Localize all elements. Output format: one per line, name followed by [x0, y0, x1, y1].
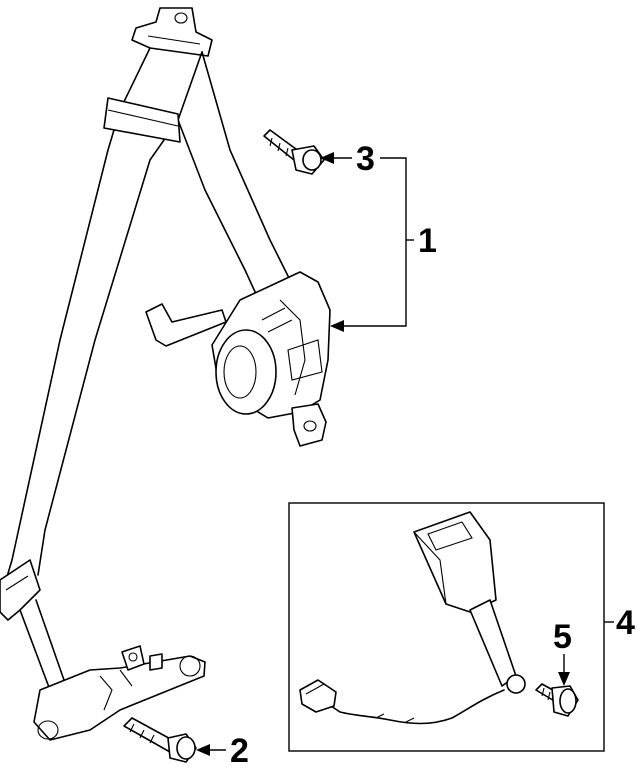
upper-anchor-plate	[131, 7, 213, 57]
buckle-bolt	[535, 683, 579, 717]
leader-lines	[196, 152, 614, 756]
lap-webbing	[201, 51, 301, 301]
retractor	[145, 271, 331, 447]
anchor-bolt	[123, 717, 197, 763]
retractor-mounting-tab	[291, 403, 327, 447]
upper-anchor-slot	[147, 35, 201, 45]
upper-anchor-hole	[174, 12, 188, 24]
callout-1: 1	[418, 222, 437, 260]
callout-4: 4	[616, 604, 635, 642]
webbing-guide-loop	[103, 97, 181, 143]
seat-belt-buckle	[299, 511, 526, 725]
callout-2: 2	[230, 732, 249, 770]
lower-anchor	[0, 559, 206, 741]
retractor-bracket	[145, 303, 227, 347]
buckle-callout-box	[288, 502, 605, 752]
shoulder-webbing	[0, 47, 151, 601]
callout-5: 5	[553, 618, 572, 656]
retractor-bolt	[263, 129, 325, 175]
callout-3: 3	[356, 140, 375, 178]
seat-belt-assembly	[0, 7, 331, 741]
buckle-wire-harness	[321, 689, 505, 725]
